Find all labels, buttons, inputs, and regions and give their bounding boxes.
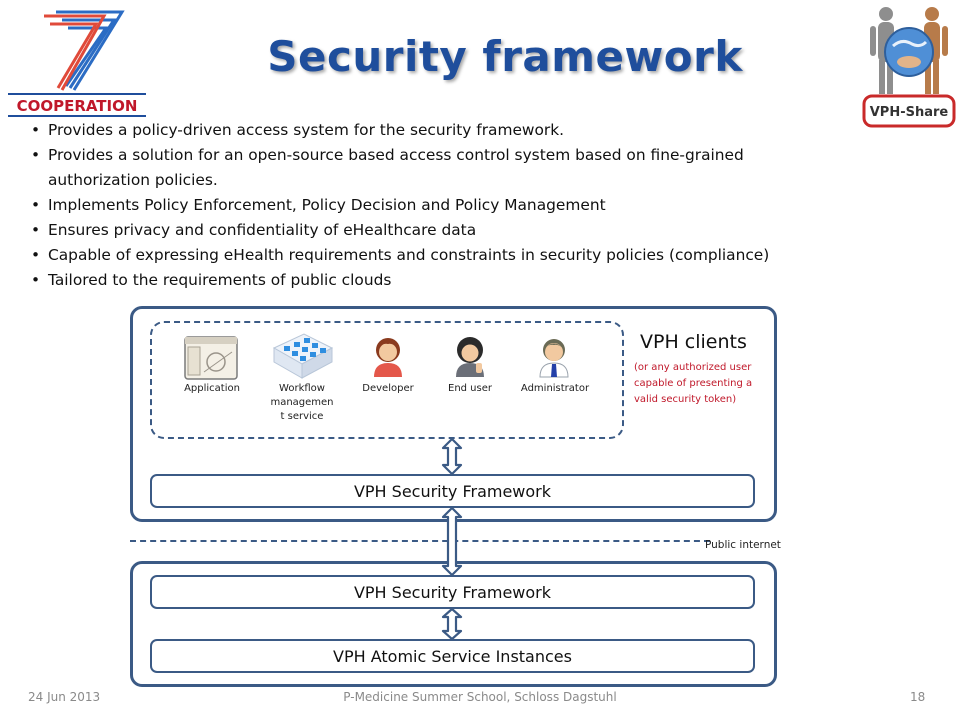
client-label-line: Administrator — [520, 383, 590, 394]
clients-group — [150, 321, 624, 439]
note-line: valid security token) — [634, 394, 737, 405]
client-label-application: Application — [172, 382, 252, 396]
vph-clients-title: VPH clients — [640, 331, 747, 353]
slide-title: Security framework — [267, 32, 743, 81]
client-label-end-user: End user — [432, 382, 508, 396]
client-label-line: End user — [448, 383, 492, 394]
vph-clients-note: (or any authorized user capable of prese… — [634, 360, 774, 408]
application-window-icon — [184, 336, 238, 380]
bullet-item: Provides a solution for an open-source b… — [28, 143, 848, 193]
footer-event: P-Medicine Summer School, Schloss Dagstu… — [343, 690, 617, 704]
bullet-item: Ensures privacy and confidentiality of e… — [28, 218, 878, 243]
administrator-person-icon — [534, 333, 574, 379]
footer-page-number: 18 — [910, 690, 926, 704]
fp7-cooperation-logo: COOPERATION — [4, 4, 152, 122]
client-label-administrator: Administrator — [512, 382, 598, 396]
fp7-logo-graphic: COOPERATION — [8, 10, 146, 117]
top-security-framework-bar: VPH Security Framework — [150, 474, 755, 508]
bullet-item: Provides a policy-driven access system f… — [28, 118, 878, 143]
client-label-line: Workflow — [279, 383, 325, 394]
cooperation-text: COOPERATION — [17, 97, 138, 115]
footer-date: 24 Jun 2013 — [28, 690, 101, 704]
connector-arrows — [441, 437, 463, 641]
double-arrow-icon — [441, 437, 463, 476]
developer-person-icon — [368, 333, 408, 379]
bullet-item: Implements Policy Enforcement, Policy De… — [28, 193, 878, 218]
atomic-service-instances-bar: VPH Atomic Service Instances — [150, 639, 755, 673]
workflow-cubes-icon — [270, 330, 334, 380]
client-label-line: managemen — [270, 397, 334, 408]
note-line: (or any authorized user — [634, 362, 752, 373]
note-line: capable of presenting a — [634, 378, 753, 389]
client-label-line: t service — [280, 411, 324, 422]
client-label-workflow: Workflow managemen t service — [262, 382, 342, 424]
vph-share-graphic: VPH-Share — [862, 7, 956, 128]
client-label-line: Application — [184, 383, 240, 394]
double-arrow-icon — [441, 607, 463, 641]
client-label-developer: Developer — [350, 382, 426, 396]
vph-share-logo: VPH-Share — [860, 2, 958, 128]
bottom-security-framework-bar: VPH Security Framework — [150, 575, 755, 609]
bullet-item: Capable of expressing eHealth requiremen… — [28, 243, 878, 268]
bullet-item: Tailored to the requirements of public c… — [28, 268, 878, 293]
bullet-list: Provides a policy-driven access system f… — [28, 118, 878, 293]
double-arrow-icon — [441, 506, 463, 577]
end-user-person-icon — [450, 333, 490, 379]
client-label-line: Developer — [362, 383, 414, 394]
vph-share-text: VPH-Share — [870, 105, 949, 120]
public-internet-label: Public internet — [705, 539, 781, 551]
public-internet-divider — [130, 540, 710, 542]
